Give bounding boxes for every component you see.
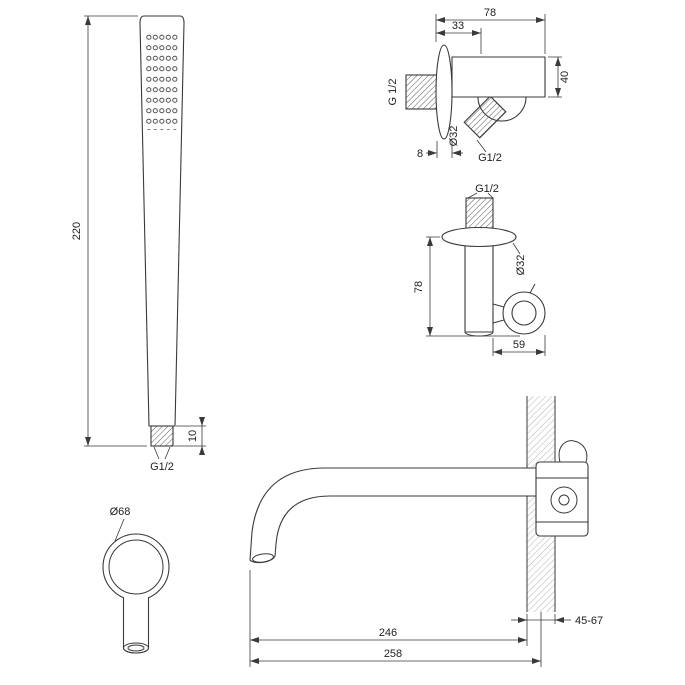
dim-label-holder-width: 59	[513, 339, 525, 351]
dim-ext-shower-length	[84, 15, 147, 447]
valve-connection-center	[558, 494, 570, 506]
leader-spout-flange	[114, 518, 125, 542]
elbow-outlet-thread	[463, 95, 507, 139]
elbow-inlet-thread	[405, 74, 438, 110]
dim-label-holder-diameter: Ø32	[515, 255, 527, 276]
hand-shower-figure: 220 10 G1/2	[71, 15, 206, 473]
leader-elbow-outlet-thread	[476, 139, 487, 153]
dim-label-elbow-depth: 78	[484, 7, 496, 19]
dim-label-elbow-inlet-thread: G 1/2	[387, 79, 399, 106]
valve-detail-lines	[536, 477, 588, 523]
dim-label-holder-thread: G1/2	[475, 183, 499, 195]
dim-label-elbow-plate-thickness: 8	[417, 148, 423, 160]
bath-spout-front-figure: Ø68	[102, 506, 170, 654]
spout-flange-outer	[102, 533, 170, 601]
dim-label-elbow-height: 40	[559, 71, 571, 83]
dim-label-wall-range: 45-67	[575, 615, 603, 627]
spray-face-dots	[146, 30, 178, 130]
dim-label-spout-total: 258	[384, 648, 402, 660]
holder-body	[464, 239, 494, 333]
dim-label-shower-thread: G1/2	[150, 461, 174, 473]
dim-label-elbow-diameter: Ø32	[448, 126, 460, 147]
dim-label-shower-length: 220	[71, 222, 83, 240]
holder-wall-plate	[441, 226, 517, 248]
holder-ring-inner	[511, 300, 537, 326]
spout-front-outlet-bore	[127, 644, 145, 652]
wall-elbow-figure: 78 33 G 1/2 40 8 Ø32 G1/2	[387, 7, 571, 164]
dim-label-elbow-offset: 33	[452, 20, 464, 32]
holder-thread	[465, 197, 494, 231]
dim-label-spout-reach: 246	[379, 627, 397, 639]
valve-connection-circle	[550, 486, 578, 514]
spout-front-outlet-rim	[123, 642, 149, 654]
leader-shower-thread	[153, 446, 171, 460]
dim-label-holder-height: 78	[413, 281, 425, 293]
mounting-clip	[558, 440, 588, 463]
dim-label-elbow-outlet-thread: G1/2	[478, 152, 502, 164]
spout-flange-inner	[108, 539, 164, 595]
concealed-valve-body	[535, 461, 589, 537]
holder-ring-arms	[492, 283, 536, 324]
bath-spout-side-figure: 45-67 246 258	[249, 396, 603, 667]
holder-body-bottom	[464, 331, 494, 337]
spout-tube	[249, 467, 527, 564]
leader-holder-thread	[467, 192, 494, 199]
elbow-body	[451, 56, 546, 98]
dim-label-shower-thread-height: 10	[187, 430, 199, 442]
hand-shower-thread	[150, 425, 174, 447]
shower-holder-figure: G1/2 Ø32 78 59	[413, 183, 546, 356]
leader-holder-diameter	[512, 242, 521, 255]
dim-label-spout-flange-diameter: Ø68	[110, 506, 131, 518]
spout-outlet-opening	[252, 553, 274, 563]
elbow-wall-flange	[435, 44, 453, 140]
